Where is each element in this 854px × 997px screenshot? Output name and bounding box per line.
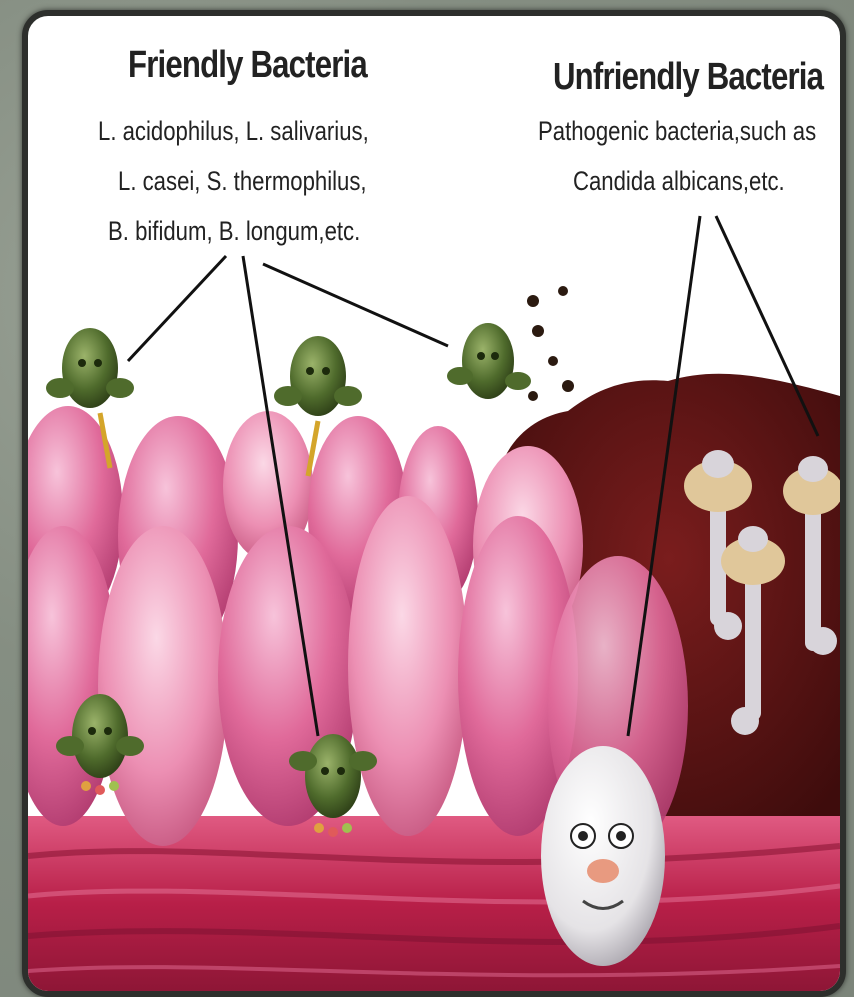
gut-illustration: [28, 16, 840, 991]
friendly-bacteria-title: Friendly Bacteria: [128, 44, 367, 87]
unfriendly-bacteria-title: Unfriendly Bacteria: [553, 56, 823, 99]
diagram-frame: Friendly Bacteria L. acidophilus, L. sal…: [22, 10, 846, 997]
friendly-species-line-1: L. acidophilus, L. salivarius,: [98, 116, 369, 147]
pathogen-character: [541, 746, 665, 966]
friendly-species-line-3: B. bifidum, B. longum,etc.: [108, 216, 360, 247]
unfriendly-species-line-2: Candida albicans,etc.: [573, 166, 785, 197]
friendly-species-line-2: L. casei, S. thermophilus,: [118, 166, 367, 197]
debris-particles: [527, 286, 574, 401]
unfriendly-species-line-1: Pathogenic bacteria,such as: [538, 116, 816, 147]
friendly-bacterium: [447, 323, 531, 399]
